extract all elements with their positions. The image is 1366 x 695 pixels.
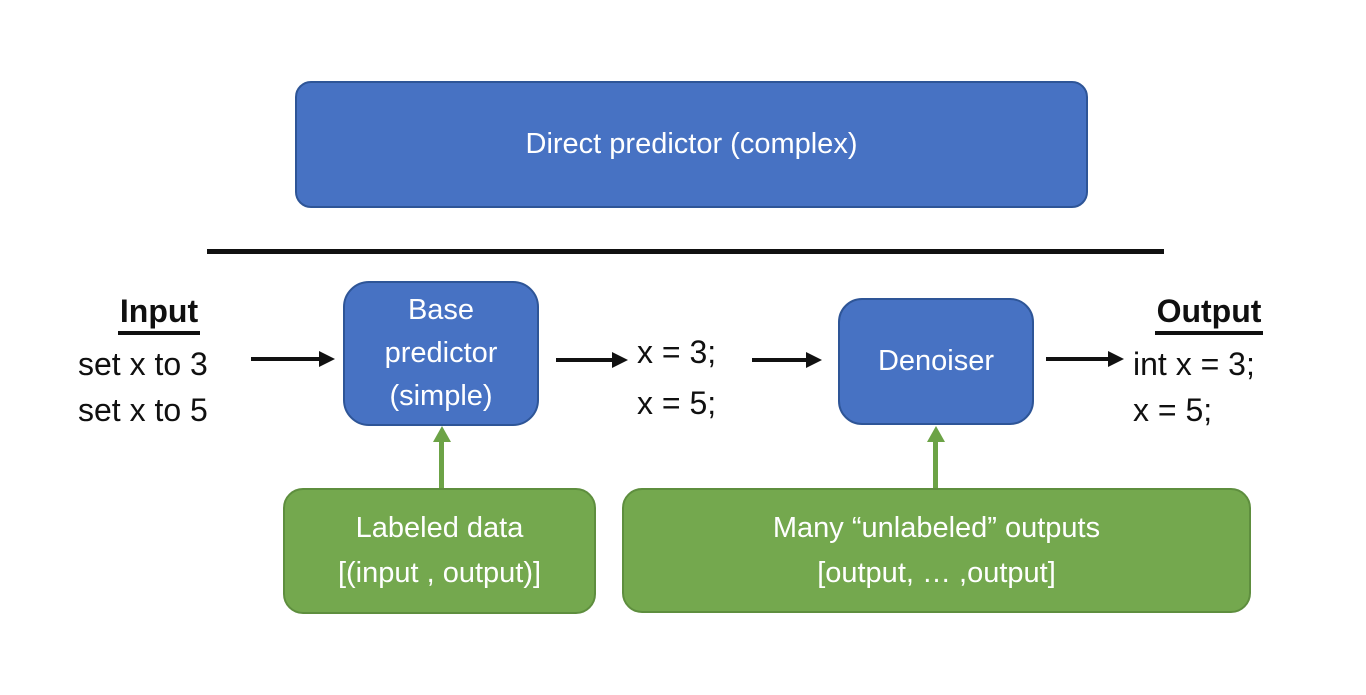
denoiser-label: Denoiser <box>877 345 995 377</box>
intermediate-line-2: x = 5; <box>637 385 717 421</box>
input-line-2: set x to 5 <box>78 392 208 428</box>
output-line-1: int x = 3; <box>1133 346 1255 382</box>
arrow-right-icon <box>251 357 319 361</box>
base-predictor-line-3: (simple) <box>389 380 493 412</box>
divider-line <box>207 249 1164 254</box>
input-title: Input <box>78 293 240 335</box>
base-predictor-line-1: Base <box>407 294 475 326</box>
direct-predictor-box: Direct predictor (complex) <box>295 81 1088 208</box>
labeled-data-box: Labeled data [(input , output)] <box>283 488 596 614</box>
direct-predictor-label: Direct predictor (complex) <box>525 128 858 160</box>
arrow-right-icon <box>752 358 806 362</box>
unlabeled-outputs-box: Many “unlabeled” outputs [output, … ,out… <box>622 488 1251 613</box>
arrow-up-icon <box>439 441 444 489</box>
arrow-right-icon <box>1046 357 1108 361</box>
unlabeled-outputs-line-1: Many “unlabeled” outputs <box>772 511 1101 544</box>
unlabeled-outputs-line-2: [output, … ,output] <box>817 556 1056 589</box>
base-predictor-box: Base predictor (simple) <box>343 281 539 426</box>
arrow-up-icon <box>933 441 938 489</box>
output-title: Output <box>1133 293 1285 335</box>
output-line-2: x = 5; <box>1133 392 1213 428</box>
base-predictor-line-2: predictor <box>384 337 498 369</box>
intermediate-line-1: x = 3; <box>637 334 717 370</box>
arrow-right-icon <box>556 358 612 362</box>
input-line-1: set x to 3 <box>78 346 208 382</box>
intermediate-output: x = 3; x = 5; <box>637 327 716 429</box>
labeled-data-line-2: [(input , output)] <box>337 557 542 589</box>
labeled-data-line-1: Labeled data <box>355 512 524 544</box>
denoiser-box: Denoiser <box>838 298 1034 425</box>
output-column: Output int x = 3; x = 5; <box>1133 293 1285 433</box>
input-column: Input set x to 3 set x to 5 <box>78 293 240 433</box>
